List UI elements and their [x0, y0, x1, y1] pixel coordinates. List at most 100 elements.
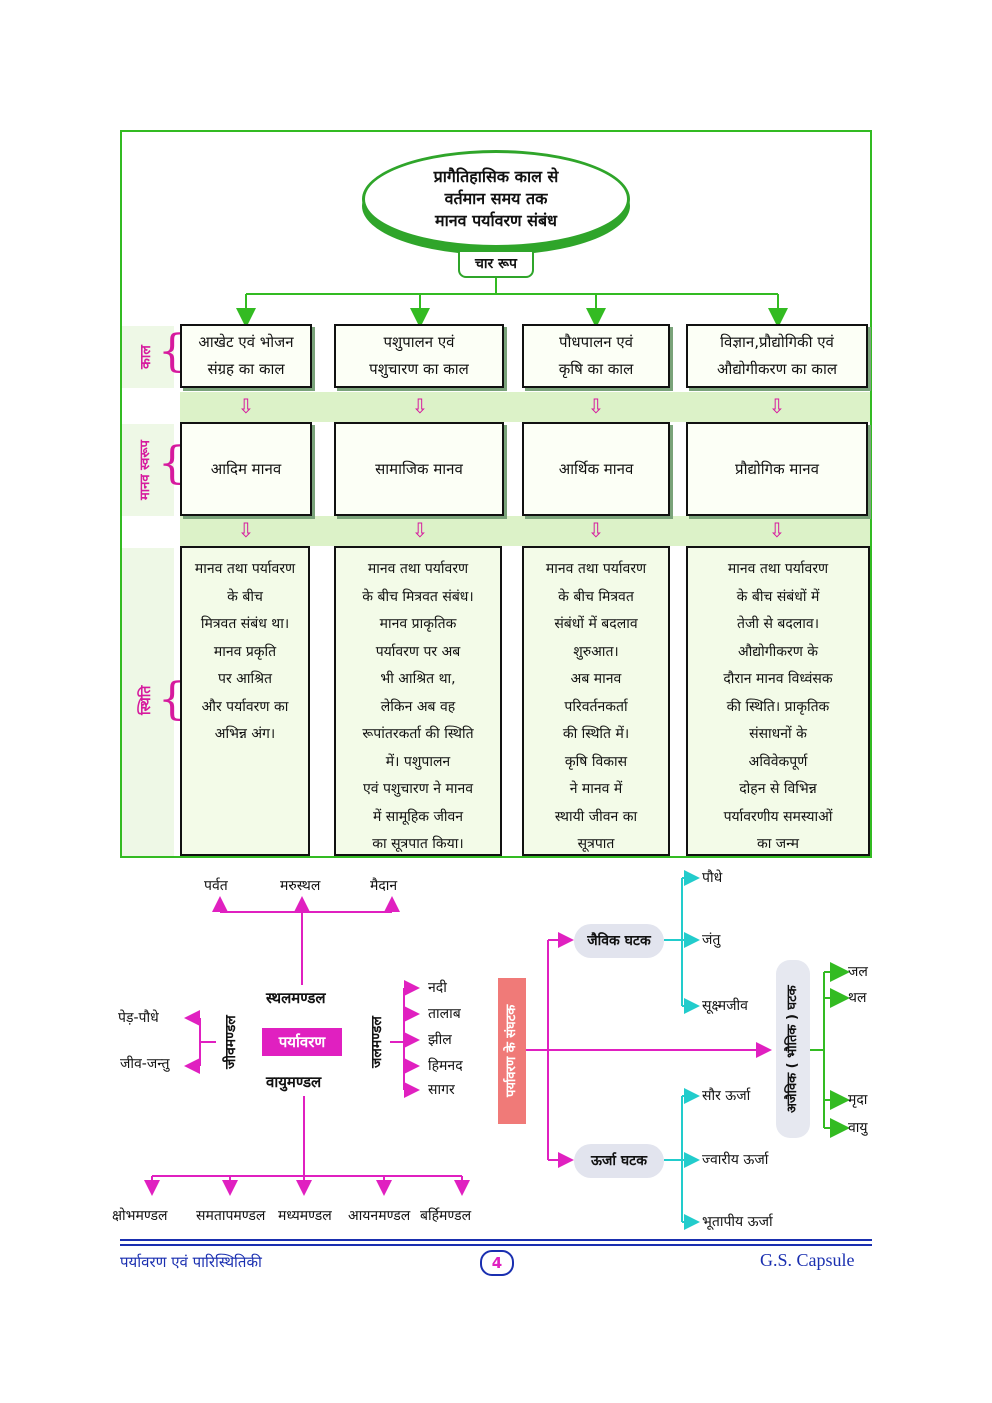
status-4-line: दोहन से विभिन्न [739, 781, 817, 797]
atmosphere-layer: बर्हिमण्डल [420, 1208, 472, 1224]
biosphere-label: जीवमण्डल [223, 1015, 239, 1069]
status-1-line: और पर्यावरण का [201, 698, 289, 715]
down-arrow-icon: ⇩ [587, 518, 605, 542]
title-text: प्रागैतिहासिक काल से वर्तमान समय तक मानव… [396, 166, 596, 232]
energy-component-pill: ऊर्जा घटक [574, 1144, 664, 1178]
human-box-1: आदिम मानव [180, 422, 312, 516]
down-arrow-icon: ⇩ [768, 394, 786, 418]
status-3-line: कृषि विकास [564, 753, 628, 770]
top-diagram-frame [120, 130, 872, 858]
period-4-line-1: विज्ञान,प्रौद्योगिकी एवं [720, 333, 834, 351]
abiotic-item: जल [848, 964, 868, 980]
landform-label: मरुस्थल [280, 878, 321, 894]
hydrosphere-label: जलमण्डल [369, 1016, 385, 1068]
status-box-2: मानव तथा पर्यावरण के बीच मित्रवत संबंध। … [334, 546, 502, 856]
status-3-line: संबंधों में बदलाव [554, 616, 638, 632]
status-2-line: मानव तथा पर्यावरण [367, 561, 469, 577]
status-3-line: परिवर्तनकर्ता [564, 698, 628, 715]
status-2-line: में। पशुपालन [385, 753, 451, 770]
footer-brand: G.S. Capsule [760, 1250, 855, 1270]
status-3-line: स्थायी जीवन का [554, 808, 638, 825]
energy-item: सौर ऊर्जा [702, 1088, 751, 1104]
biosphere-item: जीव-जन्तु [120, 1056, 170, 1072]
biotic-component-pill: जैविक घटक [574, 924, 664, 958]
atmosphere-layer: समतापमण्डल [196, 1208, 266, 1224]
status-1-line: मानव तथा पर्यावरण [194, 561, 296, 577]
status-4-line: पर्यावरणीय समस्याओं [723, 808, 833, 825]
abiotic-item: मृदा [848, 1092, 868, 1108]
status-2-line: भी आश्रित था, [380, 671, 456, 687]
page-number-badge: 4 [480, 1250, 514, 1276]
title-ellipse: प्रागैतिहासिक काल से वर्तमान समय तक मानव… [362, 150, 630, 248]
status-3-line: की स्थिति में। [562, 726, 630, 742]
status-4-line: के बीच संबंधों में [736, 588, 820, 605]
water-item: झील [428, 1032, 452, 1048]
biosphere-item: पेड़-पौधे [118, 1010, 159, 1026]
title-line-1: प्रागैतिहासिक काल से [433, 167, 559, 186]
atmosphere-layer: क्षोभमण्डल [112, 1208, 168, 1224]
water-item: तालाब [428, 1006, 461, 1022]
energy-item: भूतापीय ऊर्जा [702, 1214, 773, 1230]
period-box-4: विज्ञान,प्रौद्योगिकी एवंऔद्योगीकरण का का… [686, 324, 868, 388]
title-line-3: मानव पर्यावरण संबंध [435, 211, 557, 230]
status-4-line: मानव तथा पर्यावरण [727, 561, 829, 577]
status-4-line: का जन्म [756, 836, 800, 852]
down-arrow-icon: ⇩ [411, 518, 429, 542]
energy-item: ज्वारीय ऊर्जा [702, 1152, 769, 1168]
period-3-line-1: पौधपालन एवं [559, 333, 633, 351]
down-arrow-icon: ⇩ [768, 518, 786, 542]
down-arrow-icon: ⇩ [587, 394, 605, 418]
status-1-line: अभिन्न अंग। [214, 726, 276, 742]
human-box-3: आर्थिक मानव [522, 422, 670, 516]
status-2-line: एवं पशुचारण ने मानव [362, 781, 474, 797]
status-1-line: मित्रवत संबंध था। [200, 616, 290, 632]
four-forms-tag: चार रूप [458, 250, 534, 278]
status-2-line: पर्यावरण पर अब [375, 643, 461, 660]
status-4-line: संसाधनों के [749, 726, 807, 742]
status-3-line: मानव तथा पर्यावरण [545, 561, 647, 577]
status-2-line: का सूत्रपात किया। [372, 836, 464, 852]
status-3-line: ने मानव में [569, 781, 623, 797]
period-3-line-2: कृषि का काल [558, 360, 634, 378]
status-4-line: की स्थिति। प्राकृतिक [726, 698, 830, 715]
status-4-line: तेजी से बदलाव। [737, 616, 819, 632]
period-2-line-2: पशुचारण का काल [369, 360, 469, 378]
status-1-line: पर आश्रित [218, 671, 272, 687]
row-label-band-status [122, 548, 174, 856]
status-2-line: के बीच मित्रवत संबंध। [362, 588, 474, 605]
water-item: सागर [428, 1082, 455, 1098]
band-row-1 [180, 392, 870, 422]
row-label-band-period [122, 326, 174, 388]
down-arrow-icon: ⇩ [411, 394, 429, 418]
status-3-line: अब मानव [570, 671, 622, 687]
status-box-4: मानव तथा पर्यावरण के बीच संबंधों में तेज… [686, 546, 870, 856]
status-3-line: शुरुआत। [573, 643, 619, 660]
status-3-line: सूत्रपात [577, 836, 615, 852]
lithosphere-label: स्थलमण्डल [266, 989, 326, 1007]
status-4-line: औद्योगीकरण के [737, 643, 819, 660]
atmosphere-layer: मध्यमण्डल [278, 1208, 332, 1224]
down-arrow-icon: ⇩ [237, 518, 255, 542]
water-item: नदी [428, 980, 447, 996]
status-box-3: मानव तथा पर्यावरण के बीच मित्रवत संबंधों… [522, 546, 670, 856]
band-row-2 [180, 516, 870, 546]
status-1-line: के बीच [227, 588, 263, 605]
footer-book-title: पर्यावरण एवं पारिस्थितिकी [120, 1253, 262, 1271]
abiotic-item: थल [848, 990, 867, 1006]
abiotic-component-box: अजैविक ( भौतिक ) घटक [776, 960, 810, 1138]
period-1-line-1: आखेट एवं भोजन [198, 333, 294, 351]
status-3-line: के बीच मित्रवत [558, 588, 634, 605]
water-item: हिमनद [428, 1058, 463, 1074]
status-2-line: मानव प्राकृतिक [379, 616, 457, 632]
environment-components-box: पर्यावरण के संघटक [498, 978, 526, 1124]
period-2-line-1: पशुपालन एवं [383, 333, 455, 351]
status-2-line: रूपांतरकर्ता की स्थिति [362, 726, 474, 742]
atmosphere-label: वायुमण्डल [266, 1073, 322, 1091]
status-1-line: मानव प्रकृति [213, 643, 277, 660]
human-box-4: प्रौद्योगिक मानव [686, 422, 868, 516]
human-box-2: सामाजिक मानव [334, 422, 504, 516]
period-box-2: पशुपालन एवं पशुचारण का काल [334, 324, 504, 388]
down-arrow-icon: ⇩ [237, 394, 255, 418]
row-label-band-human [122, 424, 174, 516]
